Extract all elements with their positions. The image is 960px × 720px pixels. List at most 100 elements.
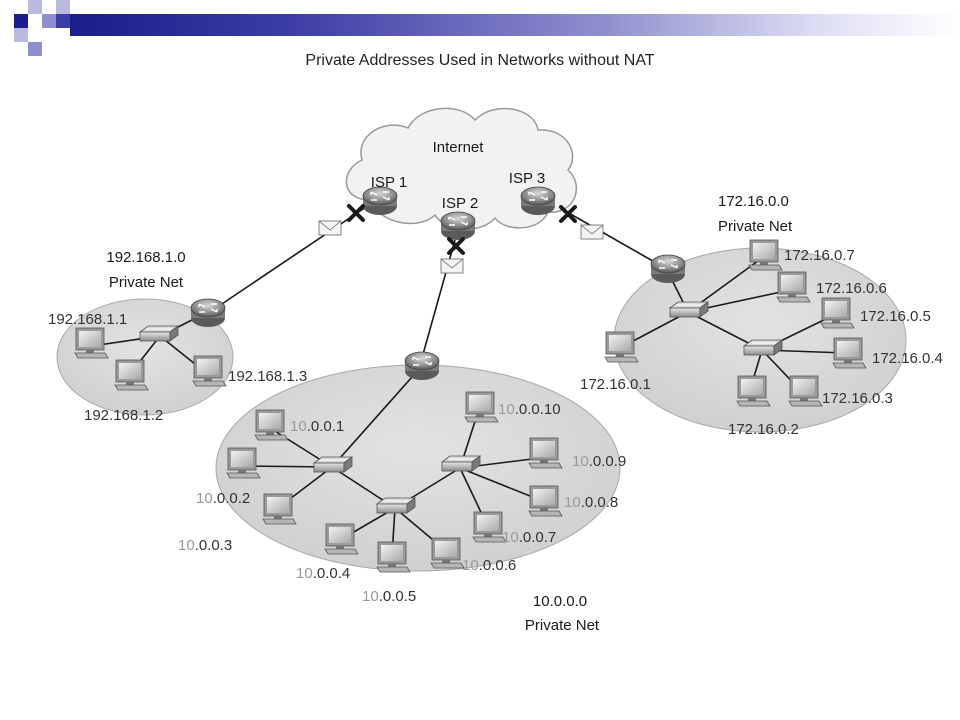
host-address-prefix: 10 bbox=[362, 588, 379, 605]
x-mark-icon bbox=[447, 237, 465, 255]
pc-icon[interactable] bbox=[74, 327, 109, 359]
header-square bbox=[56, 0, 70, 14]
pc-icon[interactable] bbox=[254, 409, 289, 441]
host-address: 10.0.0.7 bbox=[502, 529, 556, 546]
x-mark-icon bbox=[347, 204, 365, 222]
host-address: 192.168.1.2 bbox=[84, 407, 163, 424]
host-address: 10.0.0.8 bbox=[564, 494, 618, 511]
host-address-prefix: 10 bbox=[196, 490, 213, 507]
host-address-suffix: .0.0.10 bbox=[515, 401, 561, 418]
host-address-prefix: 10 bbox=[290, 418, 307, 435]
host-address: 10.0.0.1 bbox=[290, 418, 344, 435]
header-square bbox=[14, 14, 28, 28]
host-address-suffix: .0.0.1 bbox=[307, 418, 345, 435]
router-icon[interactable] bbox=[520, 186, 556, 216]
host-address-prefix: 10 bbox=[296, 565, 313, 582]
pc-icon[interactable] bbox=[788, 375, 823, 407]
pc-icon[interactable] bbox=[748, 239, 783, 271]
host-address-suffix: .0.0.5 bbox=[379, 588, 417, 605]
header-square bbox=[28, 42, 42, 56]
isp-label: ISP 3 bbox=[509, 170, 545, 187]
host-address: 10.0.0.5 bbox=[362, 588, 416, 605]
switch-icon[interactable] bbox=[139, 325, 179, 342]
header-square bbox=[56, 14, 70, 28]
router-icon[interactable] bbox=[650, 254, 686, 284]
header-square bbox=[42, 14, 56, 28]
host-address-suffix: .0.0.6 bbox=[479, 557, 517, 574]
switch-icon[interactable] bbox=[441, 455, 481, 472]
host-address: 192.168.1.3 bbox=[228, 368, 307, 385]
isp-label: ISP 1 bbox=[371, 174, 407, 191]
router-icon[interactable] bbox=[362, 186, 398, 216]
isp-label: ISP 2 bbox=[442, 195, 478, 212]
host-address: 10.0.0.10 bbox=[498, 401, 561, 418]
envelope-icon bbox=[318, 220, 342, 236]
switch-icon[interactable] bbox=[376, 497, 416, 514]
host-address: 172.16.0.7 bbox=[784, 247, 855, 264]
header-gradient-bar bbox=[70, 14, 960, 36]
host-address: 10.0.0.2 bbox=[196, 490, 250, 507]
diagram-title: Private Addresses Used in Networks witho… bbox=[305, 52, 655, 69]
host-address-prefix: 10 bbox=[564, 494, 581, 511]
host-address-prefix: 10 bbox=[462, 557, 479, 574]
envelope-icon bbox=[580, 224, 604, 240]
host-address-suffix: .0.0.8 bbox=[581, 494, 619, 511]
host-address: 172.16.0.6 bbox=[816, 280, 887, 297]
internet-label: Internet bbox=[433, 139, 485, 156]
host-address-suffix: .0.0.3 bbox=[195, 537, 233, 554]
host-address-suffix: .0.0.2 bbox=[213, 490, 251, 507]
host-address: 172.16.0.3 bbox=[822, 390, 893, 407]
pc-icon[interactable] bbox=[604, 331, 639, 363]
host-address: 10.0.0.3 bbox=[178, 537, 232, 554]
pc-icon[interactable] bbox=[430, 537, 465, 569]
host-address-suffix: .0.0.9 bbox=[589, 453, 627, 470]
pc-icon[interactable] bbox=[464, 391, 499, 423]
network-caption: Private Net bbox=[525, 617, 600, 634]
pc-icon[interactable] bbox=[376, 541, 411, 573]
host-address: 192.168.1.1 bbox=[48, 311, 127, 328]
pc-icon[interactable] bbox=[262, 493, 297, 525]
router-icon[interactable] bbox=[190, 298, 226, 328]
envelope-icon bbox=[440, 258, 464, 274]
host-address: 172.16.0.1 bbox=[580, 376, 651, 393]
network-address: 172.16.0.0 bbox=[718, 193, 789, 210]
slide-header bbox=[0, 0, 960, 60]
host-address-prefix: 10 bbox=[572, 453, 589, 470]
network-caption: Private Net bbox=[718, 218, 793, 235]
x-mark-icon bbox=[559, 205, 577, 223]
switch-icon[interactable] bbox=[743, 339, 783, 356]
router-icon[interactable] bbox=[440, 211, 476, 241]
host-address: 10.0.0.4 bbox=[296, 565, 350, 582]
pc-icon[interactable] bbox=[776, 271, 811, 303]
network-address: 192.168.1.0 bbox=[106, 249, 185, 266]
link-192-isp1 bbox=[209, 202, 373, 313]
pc-icon[interactable] bbox=[528, 485, 563, 517]
pc-icon[interactable] bbox=[114, 359, 149, 391]
host-address: 172.16.0.4 bbox=[872, 350, 943, 367]
network-address: 10.0.0.0 bbox=[533, 593, 587, 610]
router-icon[interactable] bbox=[404, 351, 440, 381]
link-172-isp3 bbox=[559, 207, 666, 269]
pc-icon[interactable] bbox=[226, 447, 261, 479]
host-address-prefix: 10 bbox=[178, 537, 195, 554]
host-address: 10.0.0.9 bbox=[572, 453, 626, 470]
host-address: 10.0.0.6 bbox=[462, 557, 516, 574]
host-address: 172.16.0.5 bbox=[860, 308, 931, 325]
host-address-suffix: .0.0.4 bbox=[313, 565, 351, 582]
pc-icon[interactable] bbox=[324, 523, 359, 555]
header-square bbox=[28, 0, 42, 14]
switch-icon[interactable] bbox=[669, 301, 709, 318]
pc-icon[interactable] bbox=[528, 437, 563, 469]
pc-icon[interactable] bbox=[192, 355, 227, 387]
switch-icon[interactable] bbox=[313, 456, 353, 473]
host-address: 172.16.0.2 bbox=[728, 421, 799, 438]
header-square bbox=[14, 28, 28, 42]
host-address-suffix: .0.0.7 bbox=[519, 529, 557, 546]
pc-icon[interactable] bbox=[736, 375, 771, 407]
pc-icon[interactable] bbox=[832, 337, 867, 369]
network-caption: Private Net bbox=[109, 274, 184, 291]
pc-icon[interactable] bbox=[820, 297, 855, 329]
host-address-prefix: 10 bbox=[498, 401, 515, 418]
host-address-prefix: 10 bbox=[502, 529, 519, 546]
